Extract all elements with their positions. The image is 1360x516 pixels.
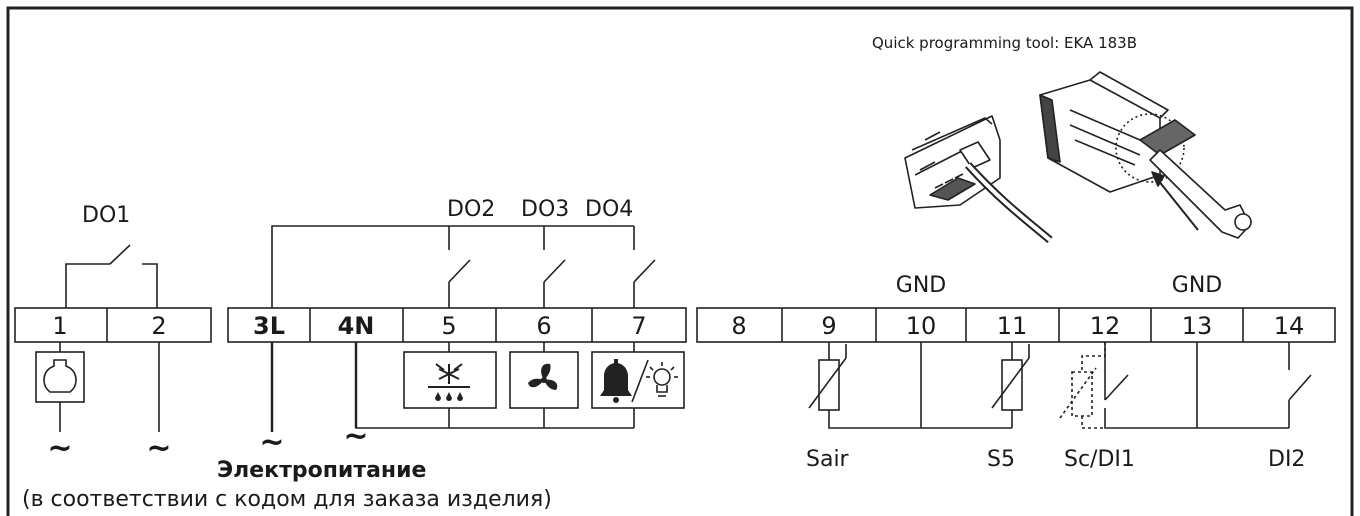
sensor-sair-s5-wiring — [808, 342, 1030, 429]
terminal-8: 8 — [731, 312, 746, 340]
frame — [6, 6, 1354, 516]
divider-slash — [631, 359, 649, 403]
sensor-sc-di1-wiring — [1059, 342, 1312, 429]
relay-contacts-do2-do4 — [448, 259, 656, 308]
do2-label: DO2 — [447, 197, 495, 222]
compressor-icon — [35, 342, 85, 432]
terminal-block-3 — [696, 307, 1336, 343]
terminal-13: 13 — [1182, 312, 1213, 340]
terminal-10: 10 — [906, 312, 937, 340]
sensor-label-sc-di1: Sc/DI1 — [1064, 447, 1135, 472]
terminal-14: 14 — [1274, 312, 1305, 340]
tool-caption: Quick programming tool: EKA 183B — [872, 34, 1137, 52]
defrost-icon — [428, 363, 470, 401]
programming-tool-connector-illustration — [904, 115, 1053, 244]
alarm-bell-icon — [600, 359, 632, 403]
load-boxes — [355, 342, 685, 429]
gnd-label-2: GND — [1172, 273, 1222, 298]
do1-relay-contact — [65, 244, 158, 308]
tilde-4n: ~ — [343, 419, 368, 454]
terminal-7: 7 — [631, 312, 646, 340]
tilde-terminal-2: ~ — [146, 431, 171, 466]
do1-label: DO1 — [82, 203, 130, 228]
gnd-label-1: GND — [896, 273, 946, 298]
common-line-3l — [271, 225, 635, 308]
tilde-3l: ~ — [259, 425, 284, 460]
power-title: Электропитание — [217, 458, 426, 483]
terminal-3l: 3L — [253, 312, 285, 340]
do3-label: DO3 — [521, 197, 569, 222]
sensor-label-s5: S5 — [987, 447, 1015, 472]
terminal-1: 1 — [52, 312, 67, 340]
terminal-9: 9 — [821, 312, 836, 340]
sensor-label-sair: Sair — [806, 447, 850, 472]
terminal-2: 2 — [151, 312, 166, 340]
light-icon — [646, 362, 678, 397]
terminal-block-2 — [227, 307, 687, 343]
sensor-label-di2: DI2 — [1268, 447, 1305, 472]
terminal-6: 6 — [536, 312, 551, 340]
power-note: (в соответствии с кодом для заказа издел… — [22, 487, 552, 512]
terminal-12: 12 — [1090, 312, 1121, 340]
do4-label: DO4 — [585, 197, 633, 222]
tilde-terminal-1: ~ — [47, 431, 72, 466]
terminal-4n: 4N — [338, 312, 375, 340]
controller-with-tool-illustration — [1039, 71, 1252, 239]
terminal-5: 5 — [441, 312, 456, 340]
power-wires — [270, 342, 358, 432]
terminal-block-1 — [14, 307, 212, 343]
fan-icon — [528, 363, 558, 390]
terminal-11: 11 — [997, 312, 1028, 340]
